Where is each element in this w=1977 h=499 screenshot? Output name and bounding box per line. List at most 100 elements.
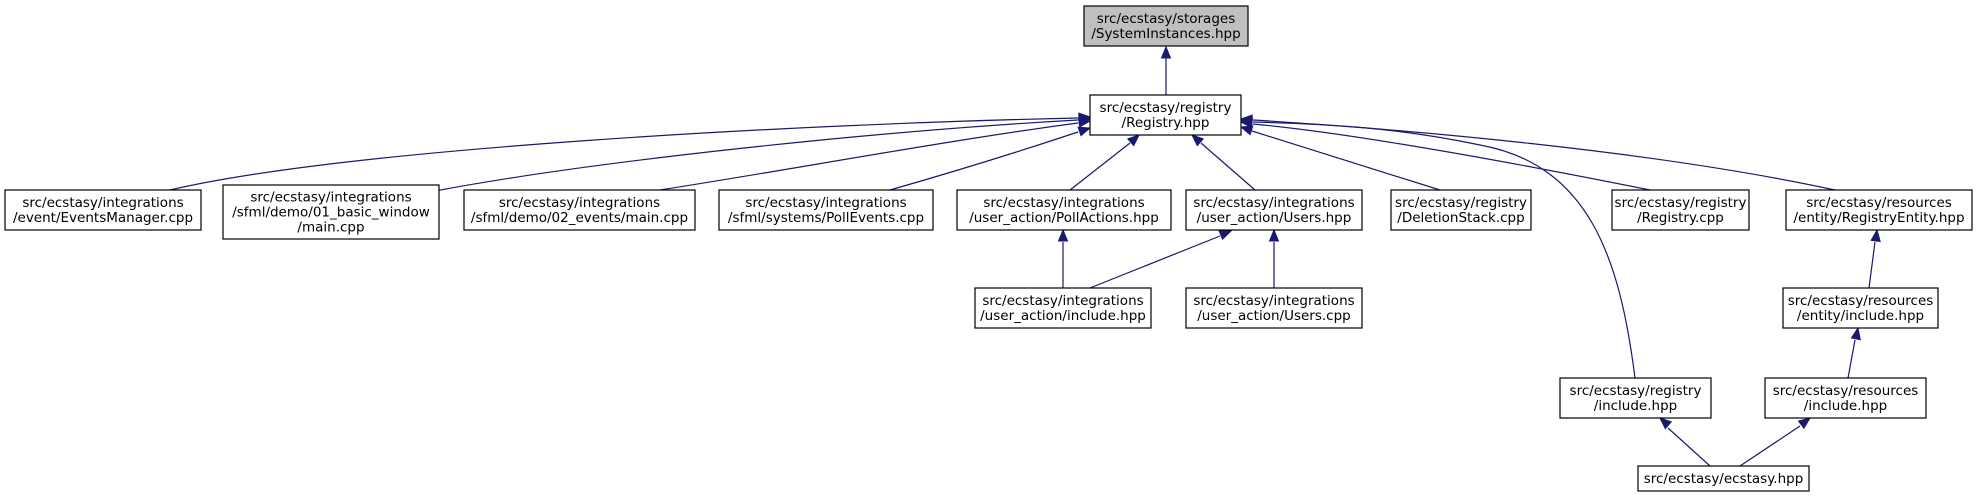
node-label-line: src/ecstasy/integrations (745, 195, 906, 211)
node-deletion_stack[interactable]: src/ecstasy/registry/DeletionStack.cpp (1390, 189, 1532, 231)
node-box (1637, 465, 1810, 492)
node-label-line: src/ecstasy/registry (1100, 100, 1232, 116)
node-label-line: /entity/include.hpp (1797, 308, 1924, 324)
arrowhead-icon (1870, 228, 1881, 243)
edge-ecstasy_hpp-to-registry_include (1659, 417, 1711, 467)
node-box (1559, 377, 1712, 419)
node-users_cpp[interactable]: src/ecstasy/integrations/user_action/Use… (1185, 287, 1363, 329)
node-label-line: /DeletionStack.cpp (1397, 210, 1524, 226)
arrowhead-icon (1191, 134, 1205, 147)
node-label-line: /main.cpp (297, 220, 364, 236)
edge-users_cpp-to-users_hpp (1268, 228, 1280, 288)
edge-line (889, 131, 1079, 191)
arrowhead-icon (1077, 126, 1092, 137)
node-label-line: /SystemInstances.hpp (1091, 26, 1240, 42)
node-box (1089, 94, 1242, 136)
edge-line (1251, 130, 1441, 191)
edge-poll_events-to-registry_hpp (889, 126, 1092, 191)
node-label-line: src/ecstasy/resources (1773, 383, 1919, 399)
edge-registry_entity-to-registry_hpp (1239, 114, 1836, 191)
arrowhead-icon (1218, 230, 1233, 241)
node-registry_hpp[interactable]: src/ecstasy/registry/Registry.hpp (1089, 94, 1242, 136)
arrowhead-icon (1850, 326, 1861, 341)
node-resources_include[interactable]: src/ecstasy/resources/include.hpp (1764, 377, 1927, 419)
node-label-line: src/ecstasy/registry (1395, 195, 1527, 211)
node-label-line: /user_action/Users.hpp (1197, 210, 1352, 226)
node-label-line: src/ecstasy/integrations (1193, 195, 1354, 211)
edge-registry_hpp-to-system_instances (1160, 45, 1172, 95)
node-box (1764, 377, 1927, 419)
edge-line (1200, 142, 1256, 191)
edge-line (1667, 427, 1711, 467)
node-box (974, 287, 1152, 329)
node-label-line: /Registry.cpp (1637, 210, 1724, 226)
edge-sfml_demo_02-to-registry_hpp (659, 117, 1092, 191)
node-box (1185, 287, 1363, 329)
graph-edges (169, 45, 1881, 467)
edge-line (1069, 142, 1131, 191)
edge-line (659, 122, 1079, 191)
node-box (1785, 189, 1973, 231)
node-label-line: /event/EventsManager.cpp (13, 210, 193, 226)
node-label-line: src/ecstasy/integrations (983, 195, 1144, 211)
node-label-line: src/ecstasy/storages (1097, 11, 1235, 27)
node-registry_cpp[interactable]: src/ecstasy/registry/Registry.cpp (1611, 189, 1750, 231)
node-label-line: src/ecstasy/integrations (982, 293, 1143, 309)
node-registry_include[interactable]: src/ecstasy/registry/include.hpp (1559, 377, 1712, 419)
node-box (4, 189, 202, 231)
node-label-line: src/ecstasy/integrations (499, 195, 660, 211)
node-sfml_demo_02[interactable]: src/ecstasy/integrations/sfml/demo/02_ev… (463, 189, 696, 231)
edge-line (1252, 123, 1651, 191)
node-registry_entity[interactable]: src/ecstasy/resources/entity/RegistryEnt… (1785, 189, 1973, 231)
edge-line (1252, 119, 1836, 191)
node-label-line: src/ecstasy/integrations (1193, 293, 1354, 309)
node-poll_actions[interactable]: src/ecstasy/integrations/user_action/Pol… (956, 189, 1172, 231)
node-box (718, 189, 934, 231)
arrowhead-icon (1239, 114, 1253, 125)
node-label-line: src/ecstasy/registry (1570, 383, 1702, 399)
node-label-line: /sfml/systems/PollEvents.cpp (728, 210, 924, 226)
node-label-line: /include.hpp (1804, 398, 1887, 414)
node-label-line: /user_action/PollActions.hpp (969, 210, 1159, 226)
edge-line (1089, 235, 1221, 289)
edge-line (1868, 241, 1876, 289)
node-system_instances[interactable]: src/ecstasy/storages/SystemInstances.hpp (1083, 5, 1249, 47)
node-user_action_include[interactable]: src/ecstasy/integrations/user_action/inc… (974, 287, 1152, 329)
edge-resources_include-to-entity_include (1847, 326, 1861, 379)
edge-ecstasy_hpp-to-resources_include (1739, 417, 1812, 467)
arrowhead-icon (1239, 125, 1254, 136)
node-entity_include[interactable]: src/ecstasy/resources/entity/include.hpp (1782, 287, 1939, 329)
node-box (1390, 189, 1532, 231)
node-box (1083, 5, 1249, 47)
node-poll_events[interactable]: src/ecstasy/integrations/sfml/systems/Po… (718, 189, 934, 231)
graph-nodes: src/ecstasy/storages/SystemInstances.hpp… (4, 5, 1973, 492)
node-label-line: /user_action/include.hpp (980, 308, 1146, 324)
node-label-line: /sfml/demo/02_events/main.cpp (471, 210, 688, 226)
arrowhead-icon (1057, 228, 1069, 242)
node-label-line: /entity/RegistryEntity.hpp (1793, 210, 1964, 226)
edge-poll_actions-to-registry_hpp (1069, 134, 1140, 191)
node-label-line: /Registry.hpp (1122, 115, 1210, 131)
node-box (222, 184, 440, 240)
node-sfml_demo_01[interactable]: src/ecstasy/integrations/sfml/demo/01_ba… (222, 184, 440, 240)
edge-users_hpp-to-registry_hpp (1191, 134, 1256, 191)
node-label-line: src/ecstasy/integrations (22, 195, 183, 211)
node-users_hpp[interactable]: src/ecstasy/integrations/user_action/Use… (1185, 189, 1363, 231)
edge-line (1252, 121, 1636, 379)
arrowhead-icon (1659, 417, 1673, 430)
arrowhead-icon (1126, 134, 1140, 147)
edge-line (169, 117, 1079, 191)
node-label-line: src/ecstasy/integrations (250, 190, 411, 206)
arrowhead-icon (1077, 117, 1092, 128)
node-label-line: src/ecstasy/resources (1788, 293, 1934, 309)
edge-sfml_demo_01-to-registry_hpp (434, 114, 1092, 192)
node-events_manager[interactable]: src/ecstasy/integrations/event/EventsMan… (4, 189, 202, 231)
edge-events_manager-to-registry_hpp (169, 112, 1092, 191)
node-ecstasy_hpp[interactable]: src/ecstasy/ecstasy.hpp (1637, 465, 1810, 492)
edge-registry_cpp-to-registry_hpp (1239, 117, 1651, 191)
node-box (1185, 189, 1363, 231)
node-label-line: src/ecstasy/resources (1806, 195, 1952, 211)
node-box (463, 189, 696, 231)
node-label-line: /user_action/Users.cpp (1197, 308, 1351, 324)
